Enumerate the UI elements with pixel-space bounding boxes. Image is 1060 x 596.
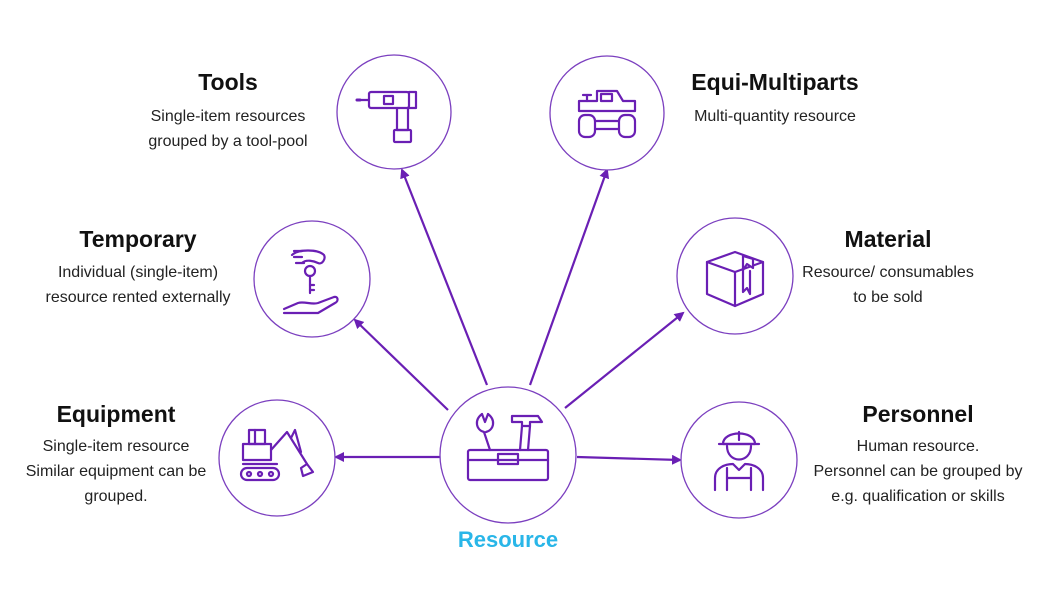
equipment-title: Equipment [56,401,176,427]
personnel-description-line: e.g. qualification or skills [831,488,1005,505]
equi-multiparts-description-line: Multi-quantity resource [694,108,856,125]
toolbox-icon [466,412,550,482]
equipment-description-line: Similar equipment can be [25,463,207,480]
tools-description-line: grouped by a tool-pool [148,133,308,150]
equipment-description-line: grouped. [84,488,148,505]
drill-icon [355,90,418,144]
arrow-to-tools [400,168,489,386]
arrow-to-material [564,311,685,409]
tools-description-line: Single-item resources [150,108,306,125]
personnel-title: Personnel [862,401,974,427]
tools-circle [336,54,452,170]
material-description-line: to be sold [853,289,923,306]
temporary-title: Temporary [79,226,197,252]
temporary-circle [253,220,371,338]
box-icon [705,250,765,308]
personnel-description-line: Personnel can be grouped by [813,463,1023,480]
worker-icon [713,430,765,492]
personnel-description: Human resource. Personnel can be grouped… [813,434,1022,509]
arrow-to-personnel [576,454,682,465]
material-title: Material [844,226,932,252]
temporary-description-line: resource rented externally [45,289,231,306]
material-description-line: Resource/ consumables [802,264,974,281]
equi-multiparts-description: Multi-quantity resource [694,104,856,129]
tools-description: Single-item resources grouped by a tool-… [148,104,307,154]
equipment-description-line: Single-item resource [42,438,190,455]
resource-label: Resource [457,527,559,552]
equipment-description: Single-item resource Similar equipment c… [26,434,207,509]
equipment-circle [218,399,336,517]
temporary-description-line: Individual (single-item) [57,264,219,281]
arrow-to-temporary [353,318,449,411]
hand-key-icon [282,249,339,315]
truck-icon [577,89,637,139]
equi-multiparts-title: Equi-Multiparts [691,69,859,95]
temporary-description: Individual (single-item) resource rented… [46,260,231,310]
excavator-icon [239,428,315,482]
material-description: Resource/ consumables to be sold [802,260,974,310]
tools-title: Tools [198,69,258,95]
node-circles [218,54,798,524]
connector-arrows [334,168,685,465]
arrow-to-equi-multiparts [528,168,610,386]
equi-multiparts-circle [549,55,665,171]
personnel-description-line: Human resource. [856,438,980,455]
